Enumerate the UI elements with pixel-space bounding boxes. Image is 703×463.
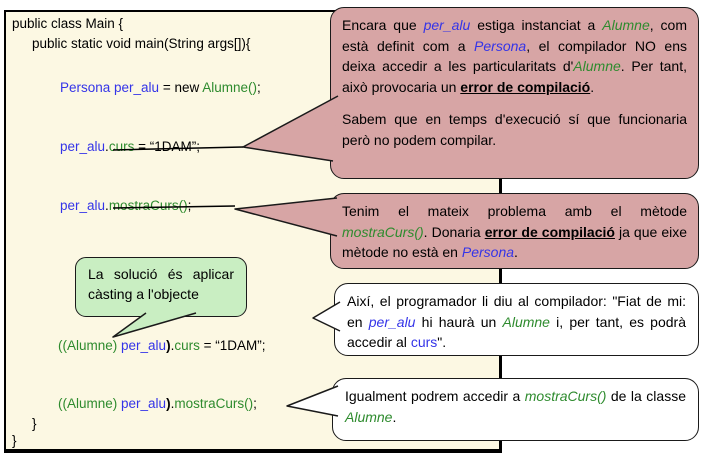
code-token: ((Alumne) xyxy=(58,338,122,353)
callout-text: error de compilació xyxy=(460,78,591,95)
callout-text: . xyxy=(392,408,397,425)
callout-text: per_alu xyxy=(368,313,416,330)
code-token: . xyxy=(105,198,109,213)
callout-cast-curs-explanation: Així, el programador li diu al compilado… xyxy=(334,283,699,356)
callout-text: Tenim el mateix problema amb el mètode xyxy=(342,203,687,219)
callout-text: Igualment podrem accedir a xyxy=(345,388,525,404)
callout-text: mostraCurs() xyxy=(342,223,424,240)
code-line-cast-mostracurs-call: ((Alumne) per_alu).mostraCurs(); xyxy=(58,396,257,412)
callout-text: Alumne xyxy=(345,408,393,425)
callout-text: La solució és aplicar càsting a l'object… xyxy=(88,266,234,302)
callout-text: Persona xyxy=(461,244,515,260)
code-token: . xyxy=(105,139,109,154)
code-line-curs-assignment: per_alu.curs = “1DAM”; xyxy=(60,139,200,155)
code-token: mostraCurs() xyxy=(174,396,254,411)
code-token: . xyxy=(170,396,175,411)
code-line-close-brace-main: } xyxy=(32,416,37,432)
code-token: ; xyxy=(257,80,261,95)
code-token: public static void main(String args[]){ xyxy=(32,36,251,51)
callout-text: . xyxy=(514,244,518,260)
code-token: ; xyxy=(253,396,257,411)
code-token: public class Main { xyxy=(12,16,124,31)
callout-paragraph: Tenim el mateix problema amb el mètode m… xyxy=(342,201,687,263)
code-line-cast-curs-assignment: ((Alumne) per_alu).curs = “1DAM”; xyxy=(58,338,265,354)
code-token: per_alu xyxy=(60,198,106,213)
code-token: Persona per_alu xyxy=(60,80,160,95)
callout-compile-error-mostracurs: Tenim el mateix problema amb el mètode m… xyxy=(330,193,699,269)
callout-text: Així, el programador li diu al compilado… xyxy=(347,293,686,330)
callout-text: Alumne xyxy=(573,58,621,74)
callout-text: curs xyxy=(410,334,438,350)
code-token: per_alu xyxy=(60,139,106,154)
callout-text: Alumne xyxy=(502,313,550,330)
code-line-persona-declaration: Persona per_alu = new Alumne(); xyxy=(60,80,261,96)
callout-text: ja que eixe mètode no està en xyxy=(342,223,688,261)
callout-paragraph: Encara que per_alu estiga instanciat a A… xyxy=(342,15,687,97)
code-token: . xyxy=(170,338,175,353)
code-token: = “1DAM”; xyxy=(134,139,200,154)
code-line-class-decl: public class Main { xyxy=(12,16,123,32)
code-token: curs xyxy=(174,338,200,353)
callout-text: Alumne xyxy=(602,17,650,33)
code-token: } xyxy=(12,433,17,448)
callout-text: . Donaria xyxy=(423,223,485,240)
callout-text: mostraCurs() xyxy=(524,388,607,404)
callout-text: , el compilador NO ens deixa accedir a l… xyxy=(342,37,687,75)
callout-text: Sabem que en temps d'execució sí que fun… xyxy=(342,111,687,148)
callout-paragraph: Així, el programador li diu al compilado… xyxy=(347,291,686,353)
callout-cast-mostracurs-explanation: Igualment podrem accedir a mostraCurs() … xyxy=(332,378,699,441)
code-token: ) xyxy=(166,338,171,353)
callout-text: estiga instanciat a xyxy=(470,17,603,33)
callout-text: Encara que xyxy=(342,17,424,33)
code-token: = new xyxy=(159,80,203,95)
code-token: curs xyxy=(108,139,135,154)
callout-text: i, per tant, es podrà accedir al xyxy=(347,313,686,351)
callout-text: , com està definit com a xyxy=(342,17,687,54)
code-token: ) xyxy=(166,396,171,411)
callout-text: per_alu xyxy=(423,17,471,33)
code-token: per_alu xyxy=(121,338,167,353)
code-token: mostraCurs() xyxy=(108,198,188,213)
callout-text: Persona xyxy=(474,37,527,54)
callout-text: ". xyxy=(437,334,447,350)
code-line-close-brace-class: } xyxy=(12,433,17,449)
callout-text: hi haurà un xyxy=(415,313,503,330)
callout-paragraph: Igualment podrem accedir a mostraCurs() … xyxy=(345,386,686,427)
code-token: per_alu xyxy=(121,396,167,411)
callout-text: . xyxy=(590,78,595,95)
callout-paragraph: La solució és aplicar càsting a l'object… xyxy=(88,264,234,304)
callout-compile-error-curs: Encara que per_alu estiga instanciat a A… xyxy=(330,7,699,179)
code-token: ((Alumne) xyxy=(58,396,122,411)
code-token: Alumne() xyxy=(202,80,258,95)
callout-text: . Per tant, això provocaria un xyxy=(342,58,687,95)
code-token: = “1DAM”; xyxy=(199,338,266,353)
code-line-mostracurs-call: per_alu.mostraCurs(); xyxy=(60,198,191,214)
code-token: } xyxy=(32,416,37,431)
callout-paragraph: Sabem que en temps d'execució sí que fun… xyxy=(342,109,687,150)
code-line-main-method: public static void main(String args[]){ xyxy=(32,36,250,52)
code-token: ; xyxy=(187,198,192,213)
callout-text: error de compilació xyxy=(484,223,615,240)
callout-casting-solution: La solució és aplicar càsting a l'object… xyxy=(75,257,247,317)
callout-text: de la classe xyxy=(606,388,686,404)
